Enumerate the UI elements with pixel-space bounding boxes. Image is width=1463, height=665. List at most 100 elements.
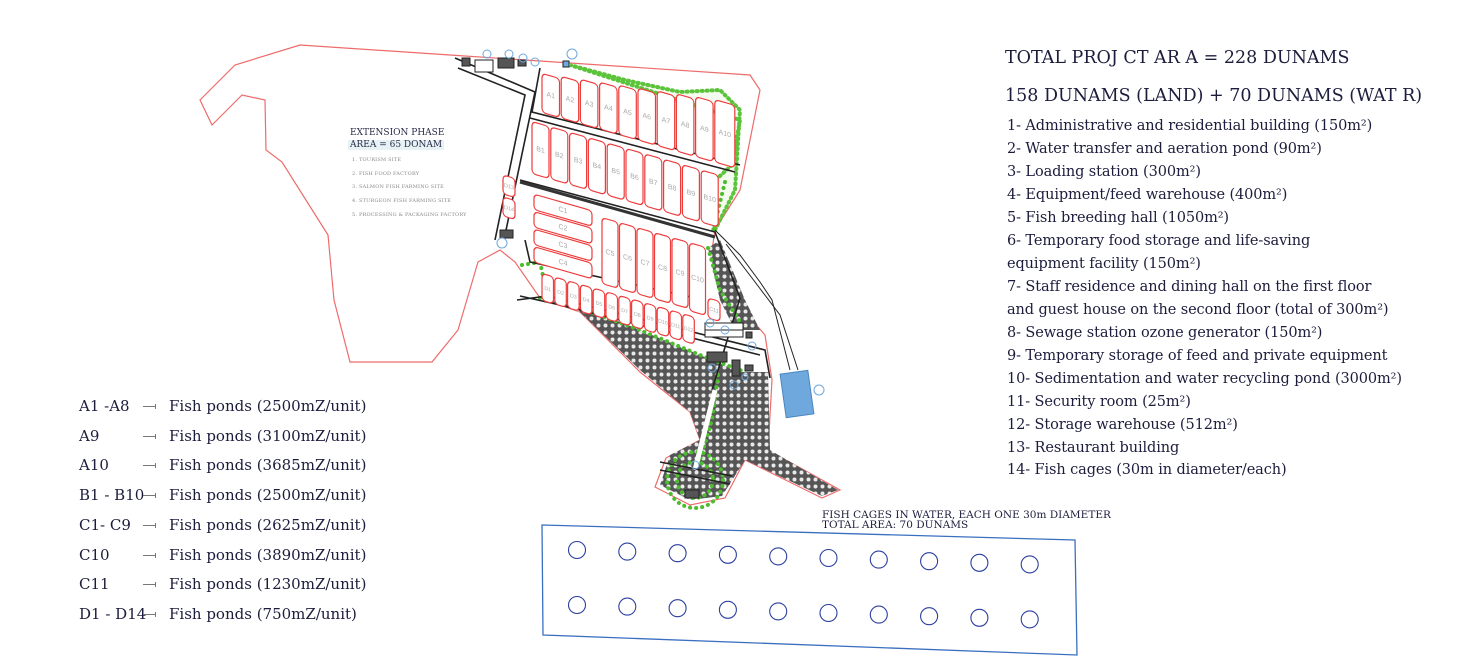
pond-description: Fish ponds (2625mZ/unit) <box>169 515 367 534</box>
fish-cage-icon <box>819 603 838 623</box>
arrow-icon <box>143 582 156 588</box>
pond-code: A1 -A8 <box>79 397 130 415</box>
building-storage <box>744 364 754 372</box>
fish-pond-d2: D2 <box>554 277 567 308</box>
facility-markers <box>482 48 825 470</box>
pond-description: Fish ponds (3100mZ/unit) <box>169 426 367 445</box>
pond-description: Fish ponds (3890mZ/unit) <box>169 545 367 564</box>
cage-label-line1: FISH CAGES IN WATER, EACH ONE 30m DIAMET… <box>822 509 1111 521</box>
pond-label: C7 <box>641 258 650 268</box>
facility-legend-item: 11- Security room (25m²) <box>1007 394 1191 410</box>
fish-pond-b6: B6 <box>625 148 644 206</box>
fish-pond-a3: A3 <box>579 79 599 129</box>
facility-legend-item: 9- Temporary storage of feed and private… <box>1007 348 1388 364</box>
fish-pond-b5: B5 <box>606 143 625 200</box>
facility-legend-item: 1- Administrative and residential buildi… <box>1007 118 1373 134</box>
pond-label: A8 <box>681 120 690 130</box>
pond-code: C11 <box>79 575 110 594</box>
fish-pond-d14: D14 <box>502 197 516 220</box>
fish-pond-d13: D13 <box>502 175 516 198</box>
building-security <box>517 59 527 67</box>
fish-pond-c8: C8 <box>653 233 672 303</box>
pond-label: D2 <box>557 289 564 297</box>
fish-pond-c10: C10 <box>688 243 707 315</box>
pond-label: C10 <box>691 273 704 285</box>
fish-cage-icon <box>769 602 788 621</box>
facility-legend-item: 4- Equipment/feed warehouse (400m²) <box>1007 187 1288 203</box>
fish-pond-d9: D9 <box>643 303 657 333</box>
pond-label: D10 <box>658 318 668 327</box>
facility-legend-item: 12- Storage warehouse (512m²) <box>1007 417 1238 433</box>
fish-pond-c11: C11 <box>707 298 721 322</box>
buildings <box>461 57 815 499</box>
facility-legend-item: and guest house on the second floor (tot… <box>1007 302 1389 318</box>
building-restaurant <box>684 489 700 499</box>
fish-pond-b1: B1 <box>531 121 550 179</box>
fish-cage-icon <box>819 548 838 568</box>
fish-cage-icon <box>869 550 888 569</box>
paved-area <box>538 298 838 500</box>
fish-cages <box>567 540 1039 629</box>
fish-cage-icon <box>970 608 989 627</box>
fish-pond-c3: C3 <box>533 229 593 261</box>
extension-item: 3. SALMON FISH FARMING SITE <box>352 184 444 191</box>
fish-pond-d5: D5 <box>592 288 606 319</box>
fish-cage-icon <box>1020 610 1039 629</box>
pond-label: D9 <box>647 315 654 323</box>
fish-cage-icon <box>567 540 587 560</box>
pond-code: C10 <box>79 545 110 564</box>
fish-pond-d10: D10 <box>656 306 670 337</box>
fish-pond-c2: C2 <box>533 212 593 244</box>
pond-label: A7 <box>662 116 671 126</box>
pond-label: A6 <box>642 111 651 121</box>
fish-pond-d12: D12 <box>682 314 695 344</box>
pond-label: A4 <box>604 103 613 113</box>
pond-label: B2 <box>555 150 564 160</box>
fish-pond-d1: D1 <box>541 273 555 304</box>
pond-label: D14 <box>504 205 514 214</box>
building-warehouse <box>497 57 515 69</box>
fish-cage-icon <box>718 545 737 564</box>
extension-item: 5. PROCESSING & PACKAGING FACTORY <box>352 211 467 218</box>
pond-description: Fish ponds (2500mZ/unit) <box>169 397 367 415</box>
facility-legend-item: 10- Sedimentation and water recycling po… <box>1007 371 1402 387</box>
pond-label: D7 <box>621 308 628 316</box>
pond-label: B5 <box>611 166 620 176</box>
pond-code: D1 - D14 <box>79 604 147 623</box>
facility-legend-item: 13- Restaurant building <box>1007 440 1180 456</box>
arrow-icon <box>143 433 156 439</box>
fish-pond-c6: C6 <box>618 223 637 293</box>
pond-label: C5 <box>606 248 615 258</box>
fish-pond-b4: B4 <box>587 138 607 195</box>
fish-pond-a5: A5 <box>618 85 637 140</box>
service-road <box>714 229 791 371</box>
fish-cage-area <box>541 524 1078 656</box>
fish-cage-icon <box>618 597 637 616</box>
fish-pond-d7: D7 <box>618 295 631 326</box>
facility-legend-item: 7- Staff residence and dining hall on th… <box>1007 279 1372 295</box>
pond-description: Fish ponds (1230mZ/unit) <box>169 575 367 594</box>
fish-pond-d3: D3 <box>566 281 580 311</box>
fish-pond-c9: C9 <box>671 238 689 308</box>
fish-pond-c1: C1 <box>533 194 593 226</box>
pond-label: B1 <box>536 145 545 155</box>
building-staff <box>731 359 741 377</box>
building-warehouse-4 <box>706 351 728 363</box>
pond-label: B8 <box>668 183 677 193</box>
sedimentation-pond <box>779 369 815 419</box>
facility-legend-item: 5- Fish breeding hall (1050m²) <box>1007 210 1229 226</box>
pond-label: D1 <box>544 286 551 294</box>
fish-cage-icon <box>920 552 939 571</box>
area-split-title: 158 DUNAMS (LAND) + 70 DUNAMS (WAT R) <box>1005 86 1423 106</box>
pond-label: D5 <box>596 300 603 308</box>
building-side <box>499 229 514 239</box>
fish-pond-b7: B7 <box>644 154 663 211</box>
extension-item: 2. FISH FOOD FACTORY <box>352 170 420 177</box>
fish-pond-a1: A1 <box>541 73 561 118</box>
fish-cage-icon <box>567 595 587 615</box>
arrow-icon <box>143 404 156 409</box>
pond-description: Fish ponds (2500mZ/unit) <box>169 486 367 505</box>
arrow-icon <box>143 493 156 499</box>
